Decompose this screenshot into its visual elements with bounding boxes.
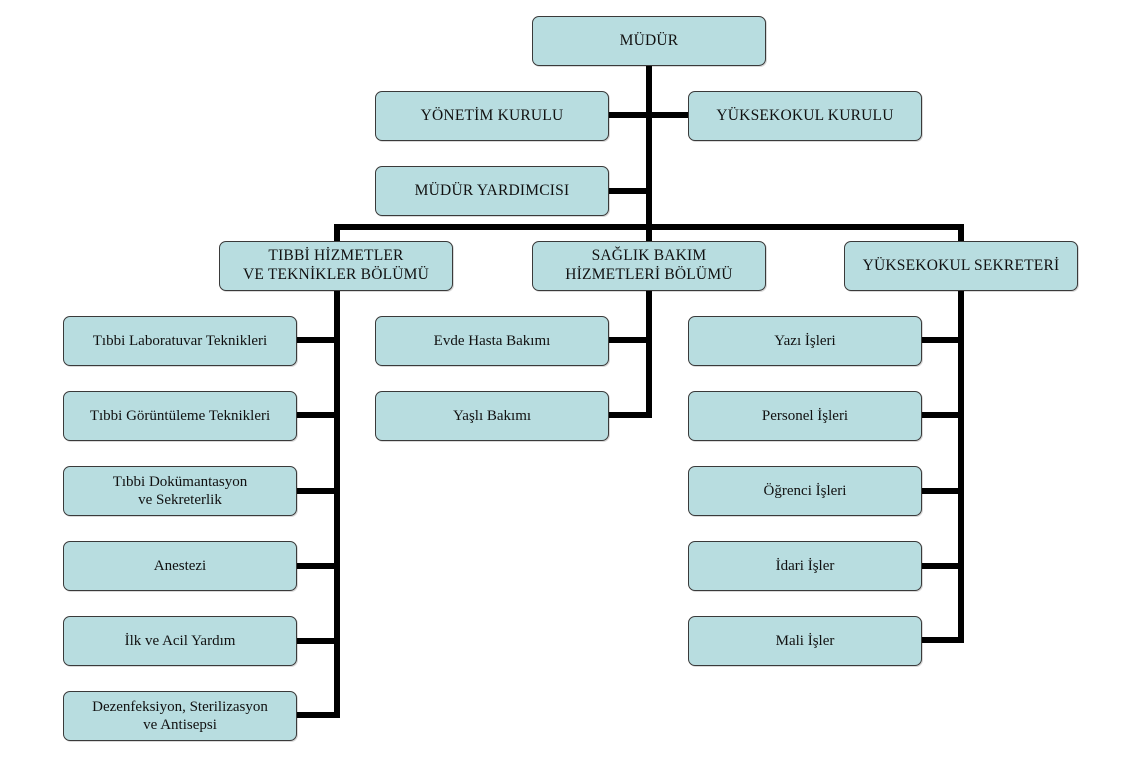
connector-unit-3-1 [920,337,964,343]
unit-box: Tıbbi Dokümantasyon ve Sekreterlik [63,466,297,516]
school-board-box: YÜKSEKOKUL KURULU [688,91,922,141]
connector-unit-2-2 [608,412,652,418]
connector-main-trunk [646,64,652,226]
director-box: MÜDÜR [532,16,766,66]
connector-dept-1-drop [334,224,340,242]
connector-unit-2-1 [608,337,652,343]
unit-box: Mali İşler [688,616,922,666]
unit-box: Tıbbi Görüntüleme Teknikleri [63,391,297,441]
connector-unit-1-2 [296,412,340,418]
deputy-director-box: MÜDÜR YARDIMCISI [375,166,609,216]
unit-box: İlk ve Acil Yardım [63,616,297,666]
department-box: TIBBİ HİZMETLER VE TEKNİKLER BÖLÜMÜ [219,241,453,291]
department-box: YÜKSEKOKUL SEKRETERİ [844,241,1078,291]
unit-box: Yazı İşleri [688,316,922,366]
unit-box: Dezenfeksiyon, Sterilizasyon ve Antiseps… [63,691,297,741]
connector-unit-3-2 [920,412,964,418]
unit-box: İdari İşler [688,541,922,591]
unit-box: Tıbbi Laboratuvar Teknikleri [63,316,297,366]
department-box: SAĞLIK BAKIM HİZMETLERİ BÖLÜMÜ [532,241,766,291]
connector-boards [607,112,690,118]
management-board-box: YÖNETİM KURULU [375,91,609,141]
unit-box: Anestezi [63,541,297,591]
connector-dept-2-spine [646,289,652,418]
connector-unit-3-4 [920,563,964,569]
connector-unit-3-3 [920,488,964,494]
connector-dept-3-drop [958,224,964,242]
unit-box: Öğrenci İşleri [688,466,922,516]
connector-dept-3-spine [958,289,964,643]
connector-unit-1-5 [296,638,340,644]
unit-box: Personel İşleri [688,391,922,441]
connector-unit-3-5 [920,637,964,643]
connector-unit-1-3 [296,488,340,494]
connector-unit-1-6 [296,712,340,718]
connector-unit-1-4 [296,563,340,569]
connector-unit-1-1 [296,337,340,343]
connector-deputy [607,188,651,194]
connector-dept-1-spine [334,289,340,718]
unit-box: Evde Hasta Bakımı [375,316,609,366]
connector-dept-2-drop [646,224,652,242]
unit-box: Yaşlı Bakımı [375,391,609,441]
